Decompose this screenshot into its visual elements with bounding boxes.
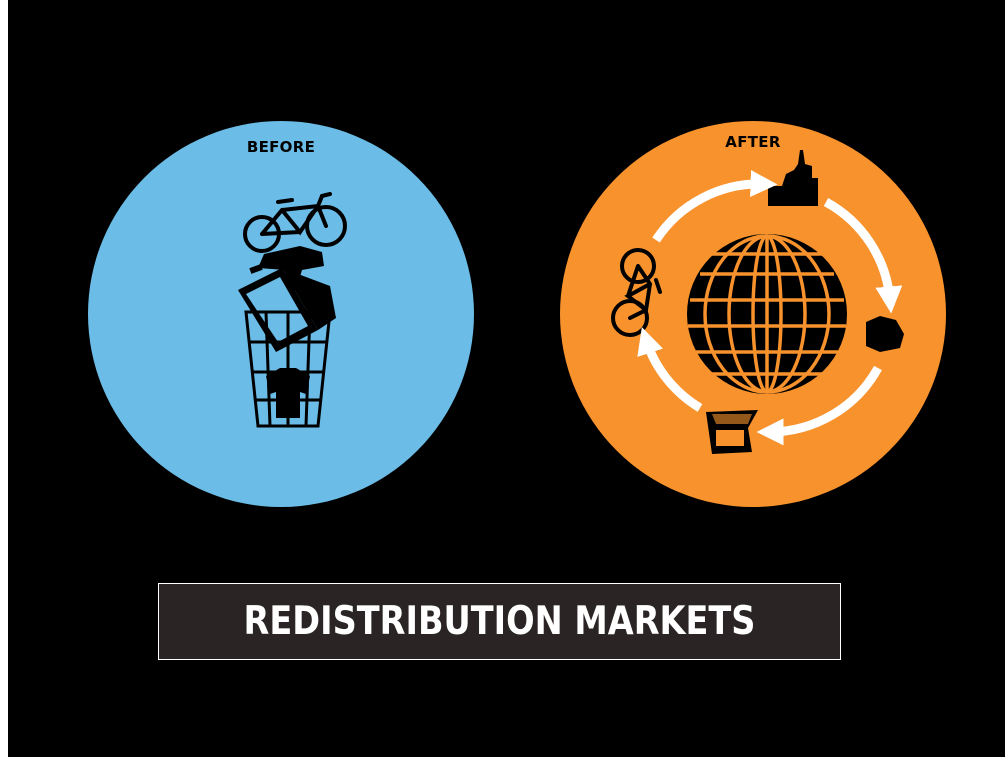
before-label: BEFORE xyxy=(246,138,316,156)
arrow-building-to-shoe xyxy=(823,198,903,314)
arrow-laptop-to-bike xyxy=(637,327,703,412)
arrow-bike-to-building xyxy=(652,170,778,243)
shoe-icon xyxy=(866,316,904,352)
cycle-arrows xyxy=(637,170,903,446)
bicycle-icon xyxy=(611,248,662,337)
after-label: AFTER xyxy=(725,133,781,151)
laptop-icon xyxy=(706,410,758,454)
drill-icon xyxy=(249,246,324,292)
globe-icon xyxy=(687,234,847,394)
bicycle-icon xyxy=(243,192,347,253)
shirt-icon xyxy=(266,368,310,418)
building-icon xyxy=(768,150,818,206)
title-banner: REDISTRIBUTION MARKETS xyxy=(158,583,841,660)
arrow-shoe-to-laptop xyxy=(756,365,882,446)
laptop-icon xyxy=(238,268,336,352)
title-text: REDISTRIBUTION MARKETS xyxy=(243,599,756,644)
